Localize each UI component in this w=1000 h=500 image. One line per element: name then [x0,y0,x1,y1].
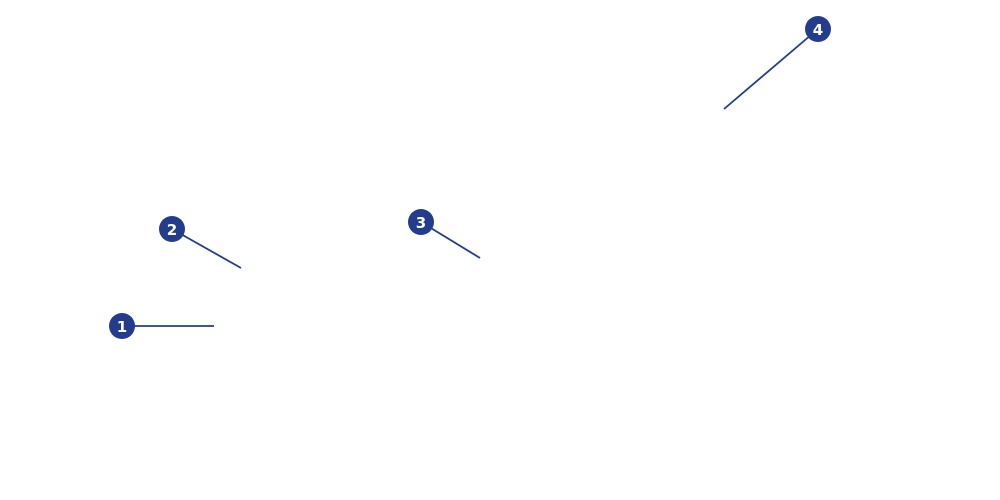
callout-2-leader-line [171,228,242,269]
callout-3-number: 3 [416,214,426,232]
callout-4-leader-line [723,28,819,110]
callout-4: 4 [723,16,831,110]
callout-2: 2 [159,216,242,269]
callout-4-badge [805,16,831,42]
callout-1-badge [109,313,135,339]
callout-2-number: 2 [167,221,177,239]
callout-2-badge [159,216,185,242]
callout-4-number: 4 [813,21,823,39]
callout-1: 1 [109,313,214,339]
callout-3-badge [408,209,434,235]
callout-3: 3 [408,209,481,259]
callout-1-number: 1 [117,318,127,336]
